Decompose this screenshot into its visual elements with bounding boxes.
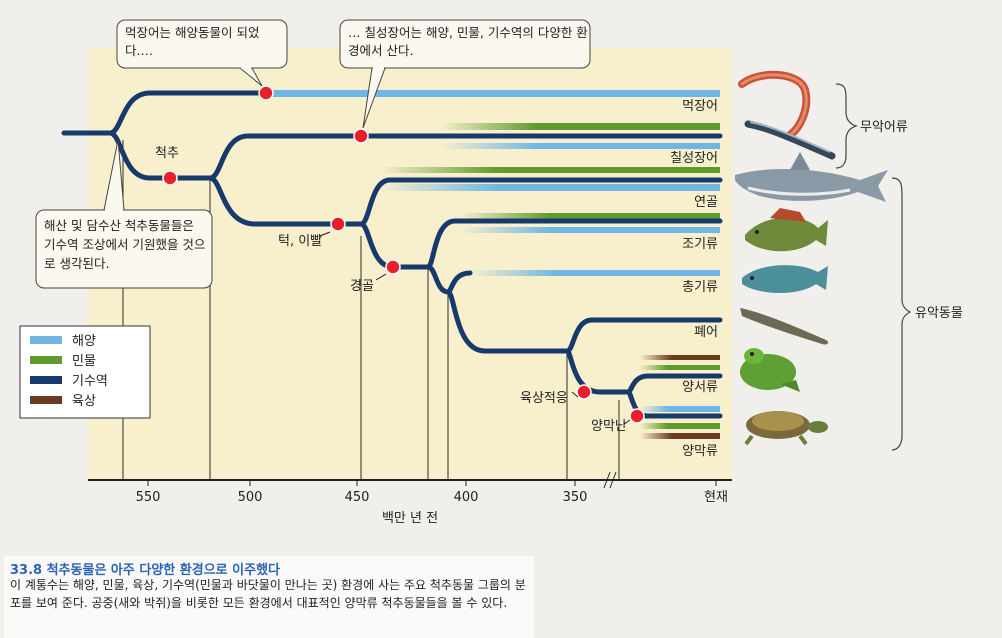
axis-tick-550: 550	[136, 490, 161, 505]
group-brackets	[835, 83, 912, 451]
taxon-label-lungfish: 폐어	[694, 325, 718, 340]
hagfish-icon	[738, 70, 811, 139]
taxon-label-lamprey: 칠성장어	[670, 151, 718, 166]
legend-label-freshwater: 민물	[72, 354, 96, 369]
event-dot-lamprey	[353, 128, 369, 144]
node-label-vertebrae: 척추	[155, 146, 179, 161]
event-dot-jaws	[330, 216, 346, 232]
callout-lamprey: … 칠성장어는 해양, 민물, 기수역의 다양한 환경에서 산다.	[339, 19, 591, 129]
legend-label-marine: 해양	[72, 334, 96, 349]
event-dot-bone	[385, 259, 401, 275]
taxon-label-amniotes: 양막류	[682, 444, 718, 459]
taxon-labels: 먹장어 칠성장어 연골 조기류 총기류 폐어 양서류 양막류	[670, 99, 718, 459]
axis-tick-400: 400	[454, 490, 479, 505]
frog-icon	[740, 348, 800, 392]
node-label-land: 육상적응	[520, 391, 568, 406]
lamprey-icon	[744, 120, 836, 160]
turtle-icon	[744, 411, 828, 446]
callout-origin: 해산 및 담수산 척추동물들은 기수역 조상에서 기원했을 것으로 생각된다.	[35, 139, 213, 289]
axis-label: 백만 년 전	[382, 511, 438, 526]
lungfish-icon	[740, 308, 829, 345]
caption-title: 33.8 척추동물은 아주 다양한 환경으로 이주했다	[10, 563, 280, 578]
taxon-label-lobe-finned: 총기류	[682, 280, 718, 295]
taxon-label-ray-finned: 조기류	[682, 237, 718, 252]
event-dot-vertebrae	[162, 170, 178, 186]
caption-body: 이 계통수는 해양, 민물, 육상, 기수역(민물과 바닷물이 만나는 곳) 환…	[10, 578, 526, 610]
event-dots	[162, 85, 645, 424]
time-axis: 550 500 450 400 350 현재 백만 년 전	[88, 471, 732, 526]
axis-tick-500: 500	[238, 490, 263, 505]
event-dot-land	[576, 384, 592, 400]
phylogenetic-tree	[61, 90, 723, 419]
bracket-label-jawless: 무악어류	[860, 120, 908, 135]
node-label-bone: 경골	[350, 279, 374, 294]
legend-swatch-freshwater	[30, 356, 62, 364]
taxon-label-cartilaginous: 연골	[694, 195, 718, 210]
figure-caption: 33.8 척추동물은 아주 다양한 환경으로 이주했다 이 계통수는 해양, 민…	[4, 556, 534, 638]
taxon-label-amphibians: 양서류	[682, 380, 718, 395]
axis-tick-450: 450	[345, 490, 370, 505]
node-label-amnion: 양막난	[591, 419, 627, 434]
legend-label-terrestrial: 육상	[72, 394, 96, 409]
legend: 해양 민물 기수역 육상	[19, 325, 151, 419]
event-dot-hagfish	[258, 85, 274, 101]
event-dot-amnion	[629, 408, 645, 424]
node-labels: 척추 턱, 이빨 경골 육상적응 양막난	[155, 146, 627, 434]
taxon-label-hagfish: 먹장어	[682, 99, 718, 114]
legend-swatch-marine	[30, 336, 62, 344]
shark-icon	[735, 152, 888, 202]
axis-tick-350: 350	[563, 490, 588, 505]
callout-hagfish: 먹장어는 해양동물이 되었다.…	[116, 19, 288, 87]
bracket-label-jawed: 유악동물	[915, 306, 963, 321]
axis-tick-present: 현재	[704, 490, 728, 505]
environment-bars	[266, 90, 720, 439]
legend-label-brackish: 기수역	[72, 374, 108, 389]
perch-icon	[745, 208, 828, 252]
coelacanth-icon	[742, 265, 828, 293]
phylogeny-figure: 먹장어 칠성장어 연골 조기류 총기류 폐어 양서류 양막류 척추 턱, 이빨 …	[19, 19, 963, 526]
legend-swatch-terrestrial	[30, 396, 62, 404]
node-label-jaws: 턱, 이빨	[278, 234, 322, 249]
legend-swatch-brackish	[30, 376, 62, 384]
